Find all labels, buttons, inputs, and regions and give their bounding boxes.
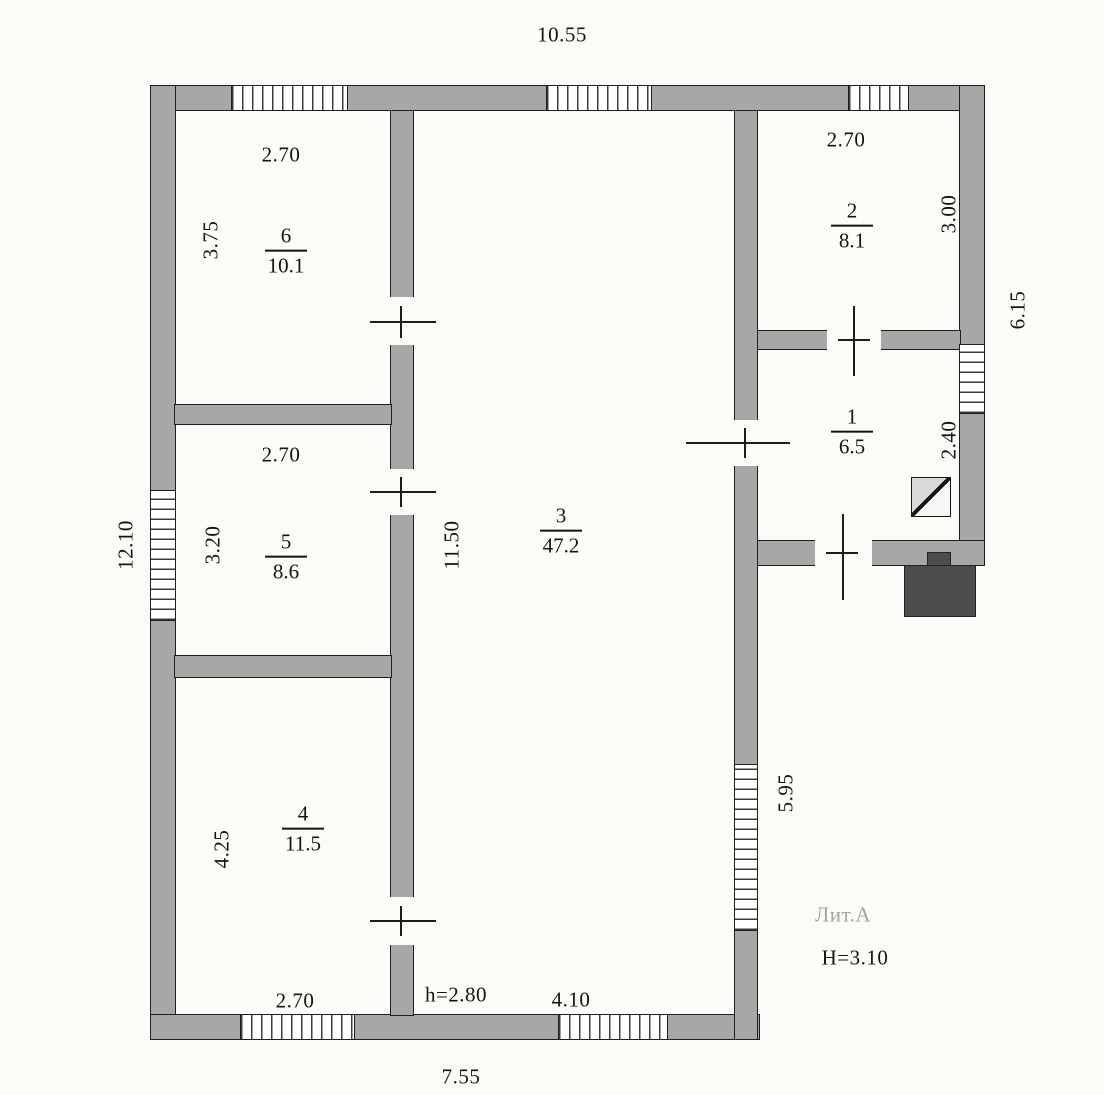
dim-room1-depth: 2.40 [936,420,961,460]
room-3-fraction-bar [540,529,582,532]
wall-room6-room5 [174,404,392,425]
room-5-label: 5 8.6 [265,529,307,584]
door-room1-west-mark [686,442,790,444]
dim-room3-bottom-width: 4.10 [551,987,591,1012]
room-5-fraction-bar [265,555,307,558]
room-1-number: 1 [846,404,858,429]
room-1-fraction-bar [831,430,873,433]
window-left-room5 [150,490,176,621]
dim-room6-depth: 3.75 [198,220,223,260]
window-bottom-room4 [240,1014,355,1040]
room-5-number: 5 [280,529,292,554]
room-6-fraction-bar [265,249,307,252]
room-1-label: 1 6.5 [831,404,873,459]
room-4-label: 4 11.5 [282,801,324,856]
dim-room3-depth: 11.50 [439,520,464,570]
dim-room4-bottom-width: 2.70 [275,988,315,1013]
window-top-room3 [546,85,652,111]
door-room4-tick [400,906,402,936]
annotation-ceiling-height: h=2.80 [424,982,488,1007]
door-room6-tick [400,306,402,338]
room-2-label: 2 8.1 [831,198,873,253]
door-room5-tick [400,477,402,507]
door-room1-south-mark [842,514,844,600]
room-4-number: 4 [297,801,309,826]
window-top-room6 [231,85,348,111]
room-5-area: 8.6 [272,559,300,584]
door-room6-mark [370,321,436,323]
dim-room4-depth: 4.25 [209,829,234,869]
room-2-area: 8.1 [838,228,866,253]
dim-room2-depth: 3.00 [936,194,961,234]
window-bottom-room3 [558,1014,668,1040]
dim-room3-right-lower: 5.95 [773,773,798,813]
door-room4-mark [370,920,436,922]
door-room1-west-tick [744,428,746,458]
room-6-area: 10.1 [267,253,305,278]
wall-room5-room4 [174,655,392,678]
window-right-room1 [959,344,985,414]
room-3-label: 3 47.2 [540,503,582,558]
room-6-number: 6 [280,223,292,248]
annotation-litera: Лит.А [815,902,871,927]
chimney-block [904,565,976,617]
dim-overall-top: 10.55 [537,22,587,47]
door-room1-room2-tick [838,339,870,341]
window-east-room3 [734,764,758,931]
room-1-area: 6.5 [838,434,866,459]
room-6-label: 6 10.1 [265,223,307,278]
door-room1-room2-mark [853,306,855,376]
dim-room2-width: 2.70 [826,127,866,152]
wall-right [959,85,985,566]
room-4-area: 11.5 [285,831,321,856]
door-room1-south-tick [826,552,858,554]
door-room5-mark [370,491,436,493]
room-3-number: 3 [555,503,567,528]
dim-room5-width: 2.70 [261,442,301,467]
room-2-fraction-bar [831,224,873,227]
dim-room5-depth: 3.20 [200,525,225,565]
dim-overall-bottom: 7.55 [441,1064,481,1089]
room-3-area: 47.2 [542,533,580,558]
dim-overall-left: 12.10 [113,520,138,570]
dim-right-upper: 6.15 [1005,290,1030,330]
room-2-number: 2 [846,198,858,223]
dim-room6-width: 2.70 [261,142,301,167]
room-4-fraction-bar [282,827,324,830]
annotation-building-height: H=3.10 [821,945,889,970]
window-top-room2 [848,85,909,111]
stove-symbol [911,477,951,517]
wall-inner-west [390,110,414,1016]
